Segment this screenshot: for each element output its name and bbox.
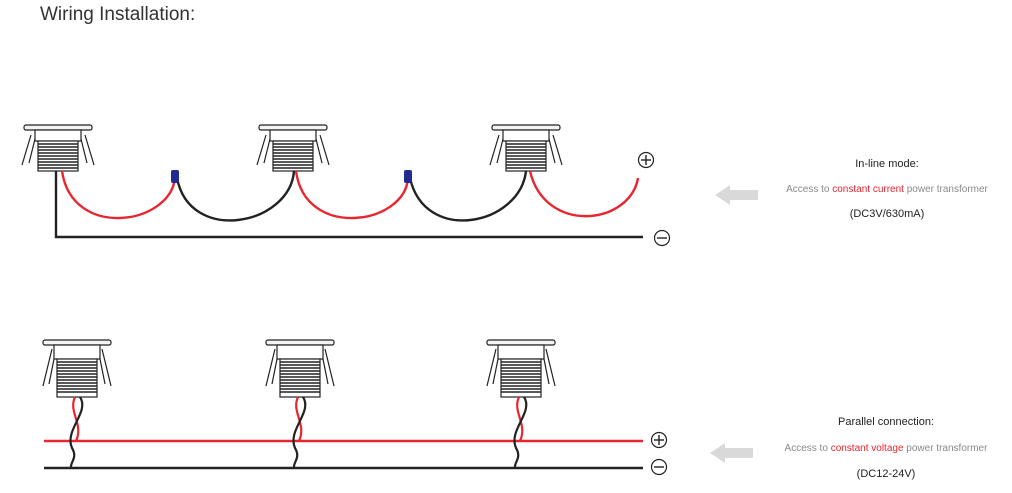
wire-connector-icon [404,170,412,183]
inline-mode-description: Access to constant current power transfo… [752,184,1012,195]
inline-black-wire [175,170,296,222]
minus-terminal-icon [653,229,671,247]
downlight-icon [42,339,112,398]
parallel-diagram [42,339,668,476]
parallel-caption: Parallel connection: Access to constant … [751,416,1012,480]
left-arrow-icon [710,443,753,463]
wire-connector-icon [171,170,179,183]
downlight-icon [21,124,95,172]
inline-red-wire [60,170,177,220]
left-arrow-icon [715,185,758,205]
downlight-icon [489,124,563,172]
parallel-desc-prefix: Access to [784,443,831,454]
inline-diagram [21,124,671,247]
minus-terminal-icon [650,458,668,476]
parallel-mode-title: Parallel connection: [837,416,934,428]
downlight-icon [256,124,330,172]
inline-desc-highlight: constant current [832,184,904,195]
inline-red-wire [294,170,410,220]
parallel-mode-spec: (DC12-24V) [856,468,916,480]
parallel-desc-highlight: constant voltage [830,443,904,454]
plus-terminal-icon [637,151,655,169]
inline-negative-wire [54,171,643,239]
page-title: Wiring Installation: [40,4,196,25]
inline-desc-prefix: Access to [786,184,833,195]
inline-mode-spec: (DC3V/630mA) [849,208,925,220]
inline-caption: In-line mode: Access to constant current… [752,158,1012,220]
inline-black-wire [408,170,528,222]
downlight-icon [486,339,556,398]
inline-desc-suffix: power transformer [903,184,988,195]
plus-terminal-icon [650,431,668,449]
parallel-desc-suffix: power transformer [903,443,988,454]
parallel-mode-description: Access to constant voltage power transfo… [751,443,1012,454]
downlight-icon [265,339,335,398]
inline-red-wire [528,170,640,218]
inline-mode-title: In-line mode: [855,158,919,170]
